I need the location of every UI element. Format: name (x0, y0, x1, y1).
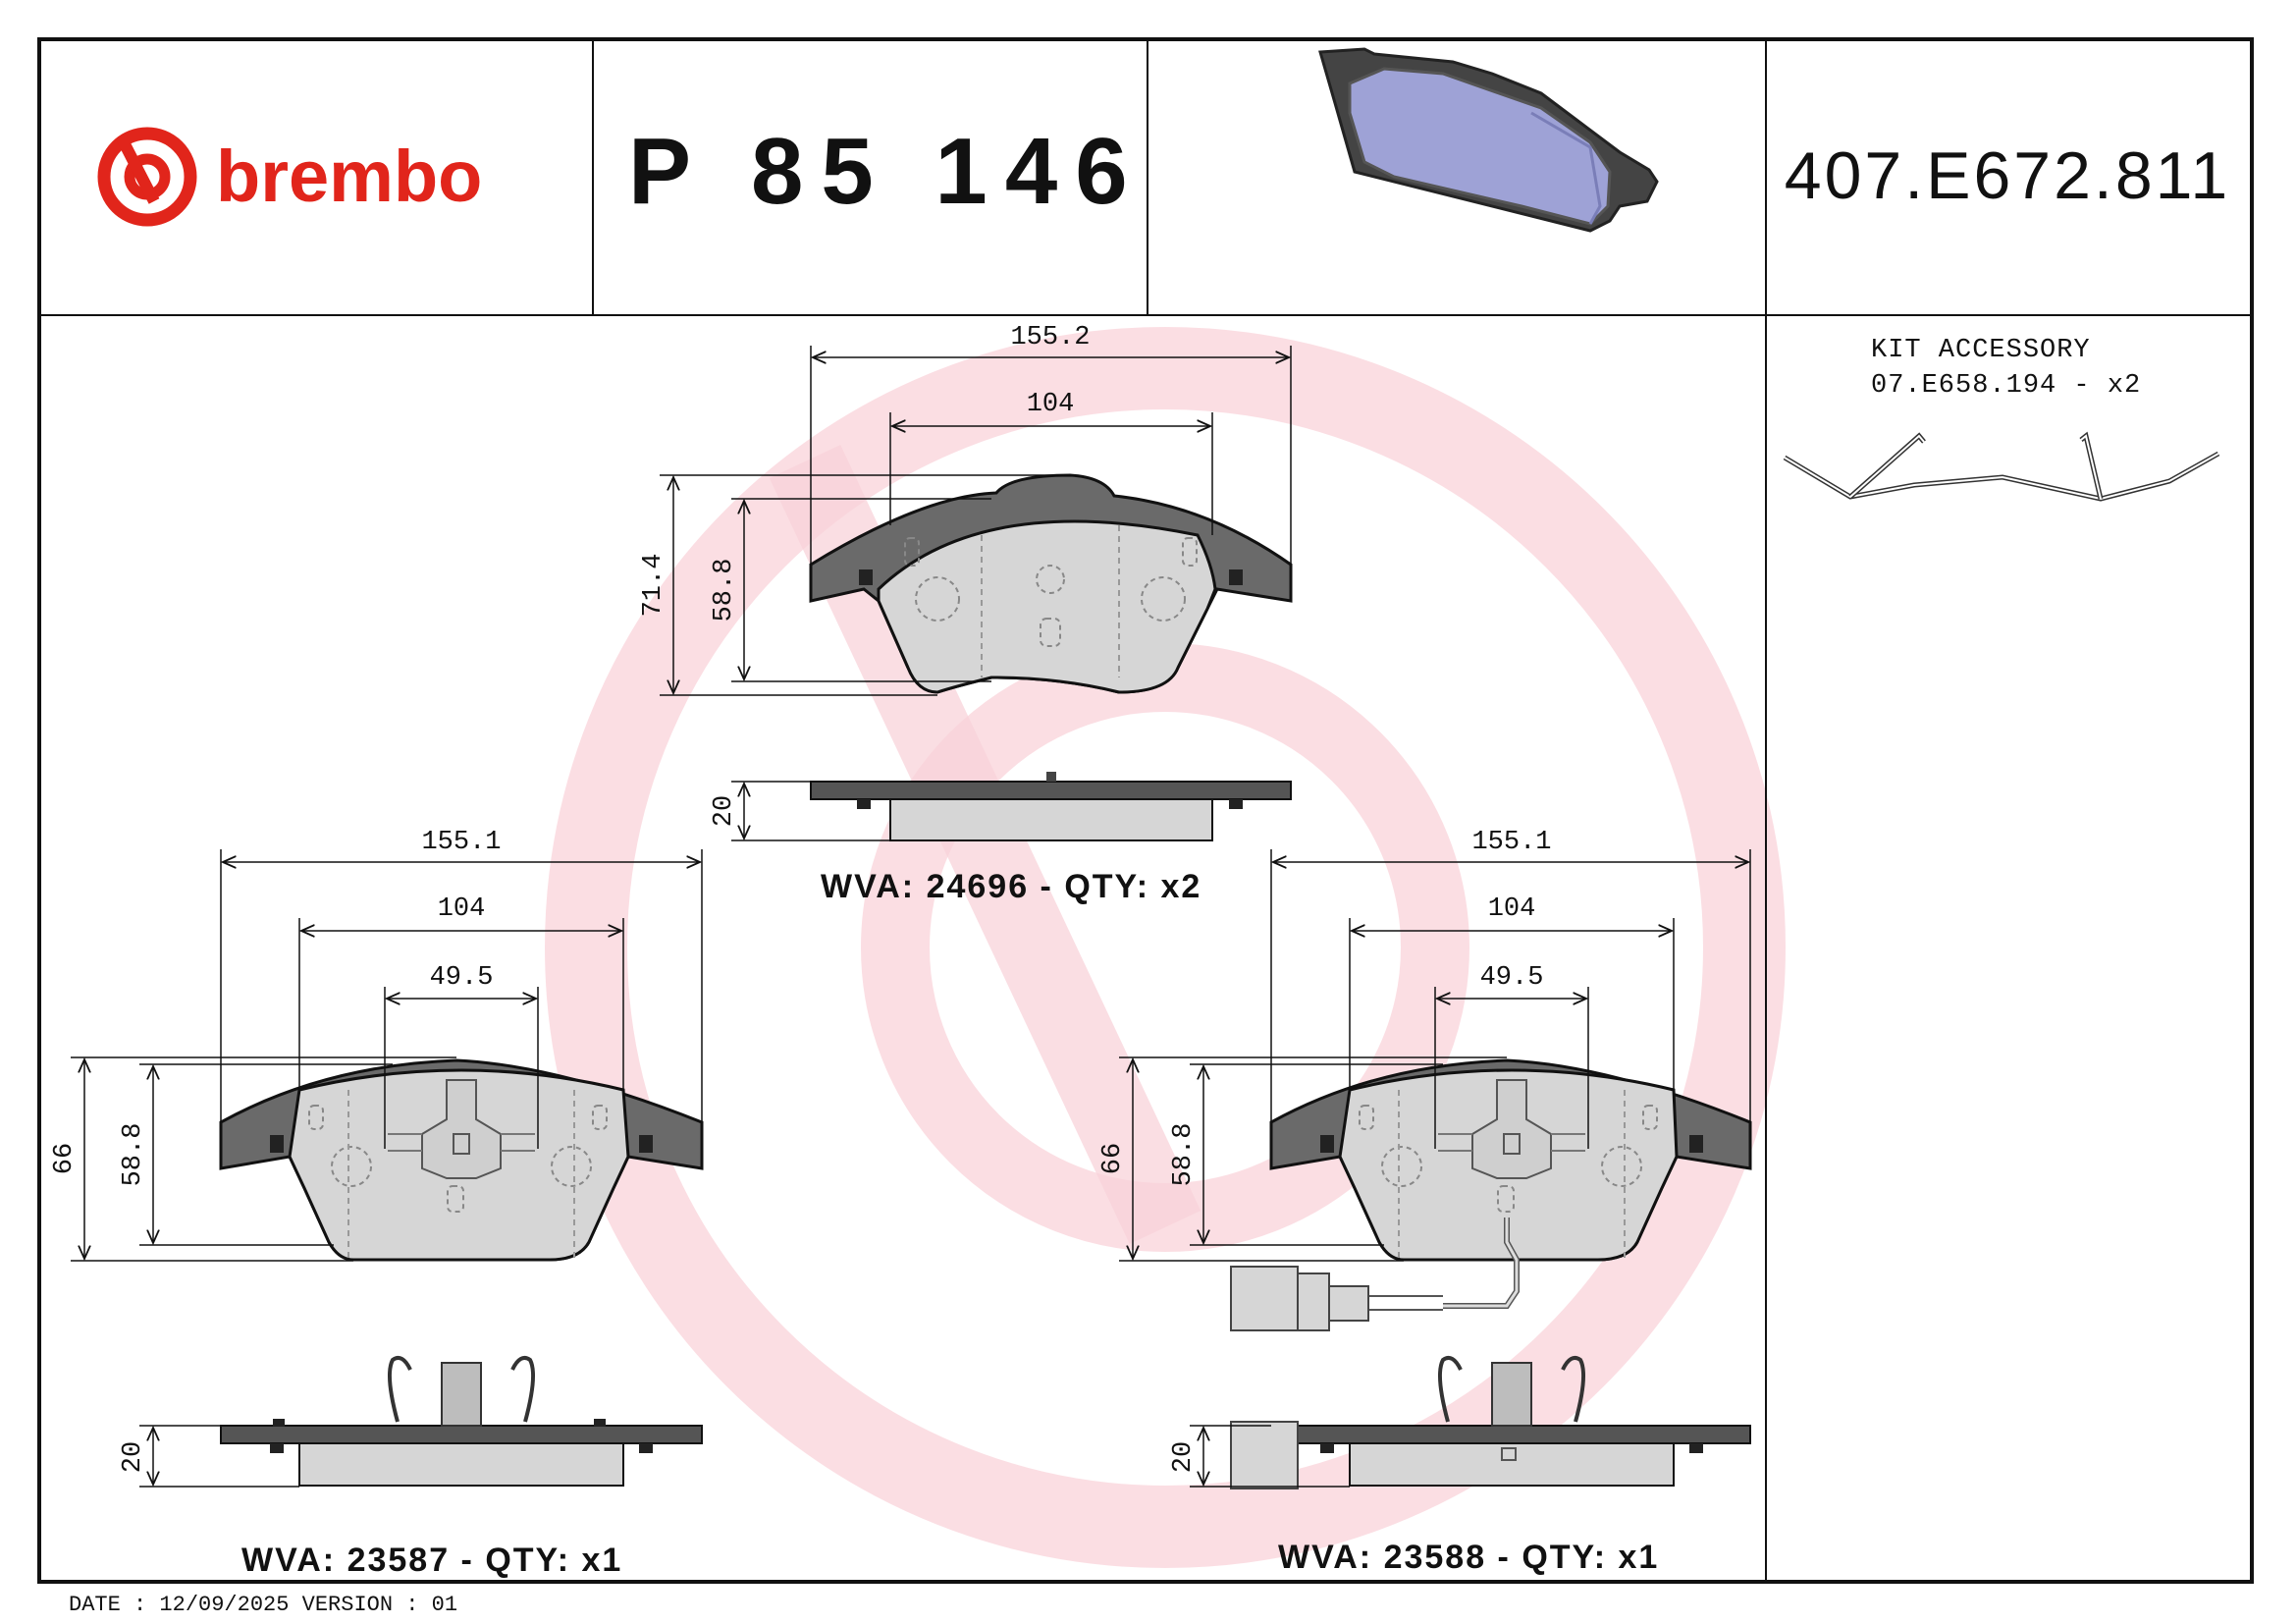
right-pad-front-view (1230, 1058, 1752, 1331)
top-pad-side-view: 20 (710, 772, 1292, 841)
dim-left-total-height: 66 (50, 1143, 80, 1174)
top-pad-front-view (809, 473, 1293, 694)
kit-accessory-title: KIT ACCESSORY (1871, 336, 2091, 365)
right-pad-caption: WVA: 23588 - QTY: x1 (1278, 1539, 1660, 1576)
right-pad-dimensions: 155.1 104 49.5 66 58.8 (1098, 828, 1751, 1262)
dim-left-total-width: 155.1 (421, 828, 501, 857)
spring-clip-drawing (1783, 431, 2220, 502)
brand-name: brembo (216, 135, 482, 217)
dim-right-thickness: 20 (1169, 1441, 1199, 1473)
drawing-frame (37, 37, 2254, 1584)
dim-right-pad-height: 58.8 (1169, 1123, 1199, 1187)
top-pad-dimensions: 155.2 104 71.4 58.8 (639, 323, 1292, 696)
header-divider-2 (1147, 39, 1148, 314)
dim-right-total-height: 66 (1098, 1143, 1128, 1174)
reference-number: 407.E672.811 (1784, 138, 2231, 213)
dim-top-total-height: 71.4 (639, 554, 668, 618)
pad-render-image (1318, 47, 1659, 233)
kit-accessory-code: 07.E658.194 - x2 (1871, 371, 2142, 401)
dim-right-inner-width: 104 (1488, 894, 1536, 924)
header-divider-3 (1765, 39, 1767, 1582)
dim-top-inner-width: 104 (1027, 390, 1075, 419)
dim-top-total-width: 155.2 (1010, 323, 1090, 352)
dim-top-thickness: 20 (710, 795, 739, 827)
left-pad-caption: WVA: 23587 - QTY: x1 (241, 1542, 623, 1579)
left-pad-front-view (219, 1058, 704, 1262)
right-pad-side-view: 20 (1169, 1356, 1751, 1489)
header-divider (39, 314, 2252, 316)
brembo-disc-icon (97, 127, 197, 227)
dim-left-center-width: 49.5 (430, 963, 494, 993)
left-pad-dimensions: 155.1 104 49.5 66 58.8 (50, 828, 703, 1262)
dim-left-thickness: 20 (119, 1441, 148, 1473)
footer-date-version: DATE : 12/09/2025 VERSION : 01 (69, 1593, 458, 1617)
brembo-logo: brembo (97, 127, 482, 227)
dim-left-pad-height: 58.8 (119, 1123, 148, 1187)
part-number: P 85 146 (628, 119, 1146, 224)
header-divider-1 (592, 39, 594, 314)
dim-right-total-width: 155.1 (1471, 828, 1551, 857)
left-pad-side-view: 20 (119, 1356, 703, 1488)
top-pad-caption: WVA: 24696 - QTY: x2 (821, 868, 1202, 905)
dim-left-inner-width: 104 (438, 894, 486, 924)
dim-top-pad-height: 58.8 (710, 559, 739, 623)
dim-right-center-width: 49.5 (1480, 963, 1544, 993)
